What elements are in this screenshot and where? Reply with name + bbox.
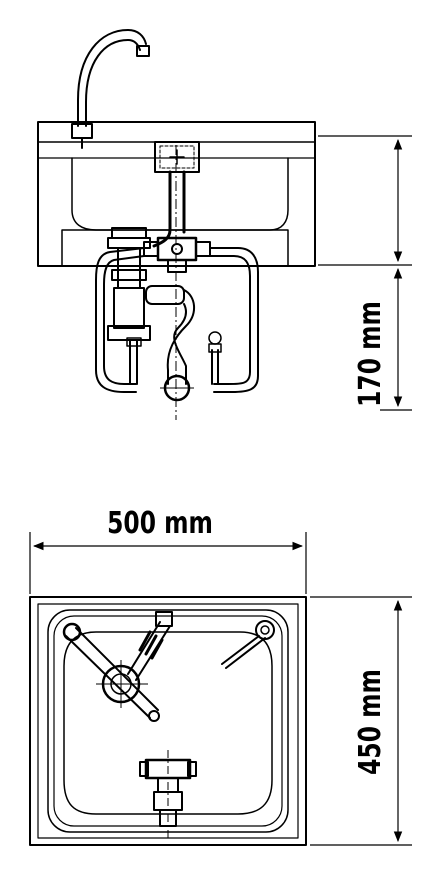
valve-assembly [143,236,211,273]
side-view: 170 mm [37,29,412,420]
width-label: 500 mm [107,506,213,541]
sensor-top [221,620,275,669]
width-dimension: 500 mm [29,506,307,594]
faucet-spout [71,29,150,149]
height-label: 170 mm [353,301,388,407]
valve-top [139,750,197,840]
height-dimension: 170 mm [318,135,412,411]
drain-trap [107,227,195,402]
top-view: 500 mm [29,506,412,846]
faucet-lever-top [62,611,173,722]
depth-dimension: 450 mm [310,596,412,846]
supply-hoses [95,247,259,393]
depth-label: 450 mm [353,669,388,775]
